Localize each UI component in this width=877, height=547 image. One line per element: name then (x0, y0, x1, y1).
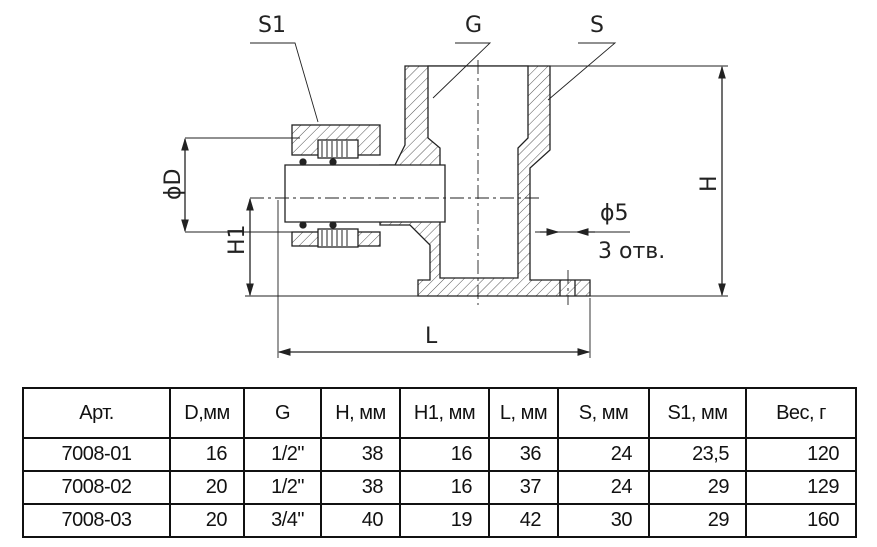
cell-s: 24 (557, 437, 650, 472)
header-s1: S1, мм (648, 387, 747, 439)
cell-art: 7008-01 (22, 437, 171, 472)
cell-weight: 120 (745, 437, 857, 472)
cell-art: 7008-03 (22, 503, 171, 538)
label-g: G (465, 13, 482, 38)
cell-art: 7008-02 (22, 470, 171, 505)
cell-d: 20 (169, 503, 245, 538)
cell-h: 38 (320, 437, 401, 472)
label-l: L (425, 324, 438, 349)
cell-g: 3/4" (243, 503, 322, 538)
cell-s: 24 (557, 470, 650, 505)
cell-weight: 160 (745, 503, 857, 538)
label-s1: S1 (258, 13, 286, 38)
table-row: 7008-03 20 3/4" 40 19 42 30 29 160 (22, 503, 857, 538)
label-phi5: ϕ5 (600, 201, 629, 226)
table-header-row: Арт. D,мм G H, мм H1, мм L, мм S, мм S1,… (22, 387, 857, 439)
header-h: H, мм (320, 387, 401, 439)
cell-h1: 16 (399, 470, 490, 505)
header-art: Арт. (22, 387, 171, 439)
header-g: G (243, 387, 322, 439)
cell-h1: 16 (399, 437, 490, 472)
header-l: L, мм (488, 387, 559, 439)
table-row: 7008-01 16 1/2" 38 16 36 24 23,5 120 (22, 437, 857, 472)
cell-d: 20 (169, 470, 245, 505)
cell-d: 16 (169, 437, 245, 472)
cell-weight: 129 (745, 470, 857, 505)
cell-h: 38 (320, 470, 401, 505)
label-phi-d: ϕD (161, 169, 186, 200)
header-h1: H1, мм (399, 387, 490, 439)
fitting-technical-drawing: S1 G S ϕD H1 H L ϕ5 3 отв. (161, 13, 728, 358)
cell-l: 42 (488, 503, 559, 538)
cell-g: 1/2" (243, 470, 322, 505)
cell-l: 37 (488, 470, 559, 505)
cell-g: 1/2" (243, 437, 322, 472)
cell-s1: 29 (648, 470, 747, 505)
cell-s1: 23,5 (648, 437, 747, 472)
table-row: 7008-02 20 1/2" 38 16 37 24 29 129 (22, 470, 857, 505)
cell-s: 30 (557, 503, 650, 538)
header-s: S, мм (557, 387, 650, 439)
cell-h: 40 (320, 503, 401, 538)
label-holes: 3 отв. (598, 239, 665, 264)
label-h1: H1 (225, 224, 250, 255)
label-s: S (590, 13, 604, 38)
cell-h1: 19 (399, 503, 490, 538)
specs-table: Арт. D,мм G H, мм H1, мм L, мм S, мм S1,… (22, 387, 857, 538)
label-h: H (697, 175, 722, 192)
cell-l: 36 (488, 437, 559, 472)
header-weight: Вес, г (745, 387, 857, 439)
header-d: D,мм (169, 387, 245, 439)
cell-s1: 29 (648, 503, 747, 538)
